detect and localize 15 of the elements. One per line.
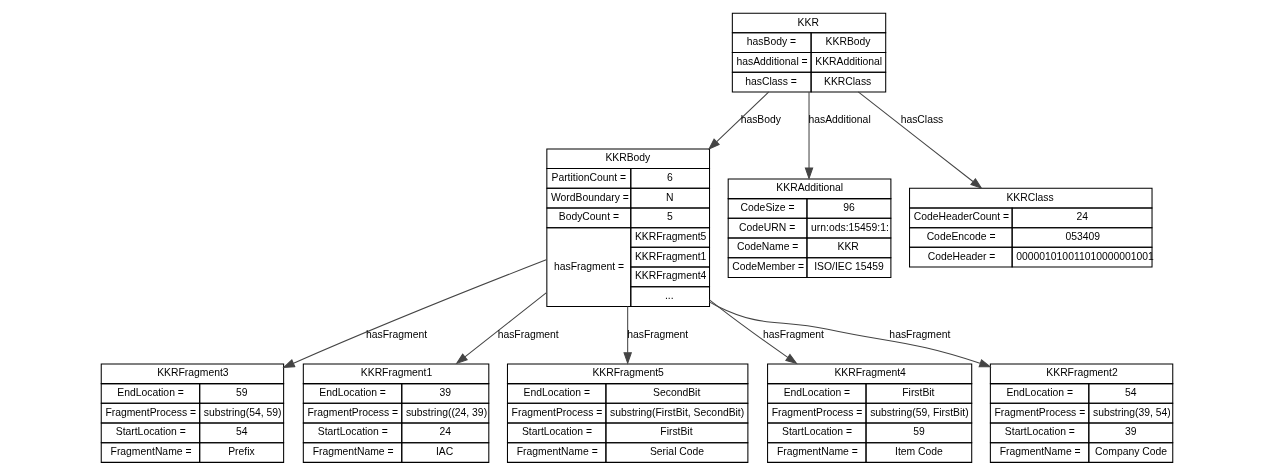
arrow <box>804 90 813 180</box>
arrow <box>455 291 547 364</box>
edge-label: hasFragment <box>762 328 824 339</box>
arrow <box>281 258 547 368</box>
arrow <box>707 90 769 150</box>
edge-label: hasFragment <box>497 328 559 339</box>
edge-label: hasClass <box>900 113 943 125</box>
arrow <box>708 298 798 364</box>
edge-label: hasFragment <box>888 328 950 339</box>
arrow <box>857 90 983 189</box>
edge-label: hasFragment <box>365 328 427 339</box>
edge-label: hasAdditional <box>807 113 871 125</box>
arrow <box>708 300 992 367</box>
edge-label: hasFragment <box>626 328 688 339</box>
edge-label: hasBody <box>740 113 781 125</box>
